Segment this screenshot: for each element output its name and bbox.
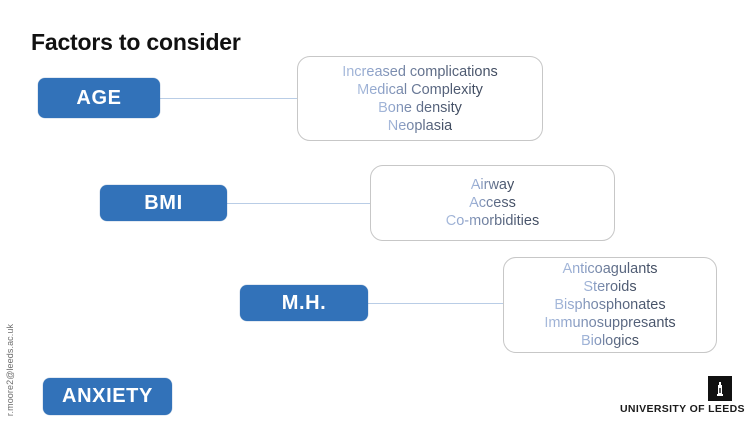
factor-pill-bmi[interactable]: BMI <box>100 185 227 221</box>
factor-details-panel-bmi: Airway Access Co-morbidities <box>370 165 615 241</box>
detail-item: Immunosuppresants <box>544 315 676 331</box>
detail-item: Bone density <box>378 99 462 116</box>
detail-item: Airway <box>470 177 515 193</box>
factor-pill-anxiety[interactable]: ANXIETY <box>43 378 172 415</box>
connector-line-bmi <box>225 203 370 204</box>
detail-item: Biologics <box>580 333 640 349</box>
author-email-vertical: r.moore2@leeds.ac.uk <box>2 324 18 416</box>
connector-line-mh <box>366 303 505 304</box>
leeds-tower-logo-icon <box>708 376 732 401</box>
page-title: Factors to consider <box>31 29 241 55</box>
author-email-text: r.moore2@leeds.ac.uk <box>5 323 15 417</box>
factor-pill-age[interactable]: AGE <box>38 78 160 118</box>
detail-item: Bisphosphonates <box>554 297 666 313</box>
factor-pill-mh-label: M.H. <box>281 291 327 314</box>
detail-item: Neoplasia <box>387 117 453 134</box>
detail-item: Anticoagulants <box>562 261 658 277</box>
factor-pill-anxiety-label: ANXIETY <box>62 385 153 407</box>
factor-details-panel-mh: Anticoagulants Steroids Bisphosphonates … <box>503 257 717 353</box>
connector-line-age <box>158 98 299 99</box>
factor-pill-bmi-label: BMI <box>144 191 183 214</box>
university-brand-text: UNIVERSITY OF LEEDS <box>620 403 745 415</box>
factor-pill-mh[interactable]: M.H. <box>240 285 368 321</box>
detail-item: Increased complications <box>342 63 498 80</box>
detail-item: Access <box>469 195 516 211</box>
factor-pill-age-label: AGE <box>76 86 122 109</box>
detail-item: Steroids <box>583 279 637 295</box>
university-brand: UNIVERSITY OF LEEDS <box>620 376 745 415</box>
detail-item: Medical Complexity <box>357 81 483 98</box>
detail-item: Co-morbidities <box>445 213 540 229</box>
factor-details-panel-age: Increased complications Medical Complexi… <box>297 56 543 141</box>
